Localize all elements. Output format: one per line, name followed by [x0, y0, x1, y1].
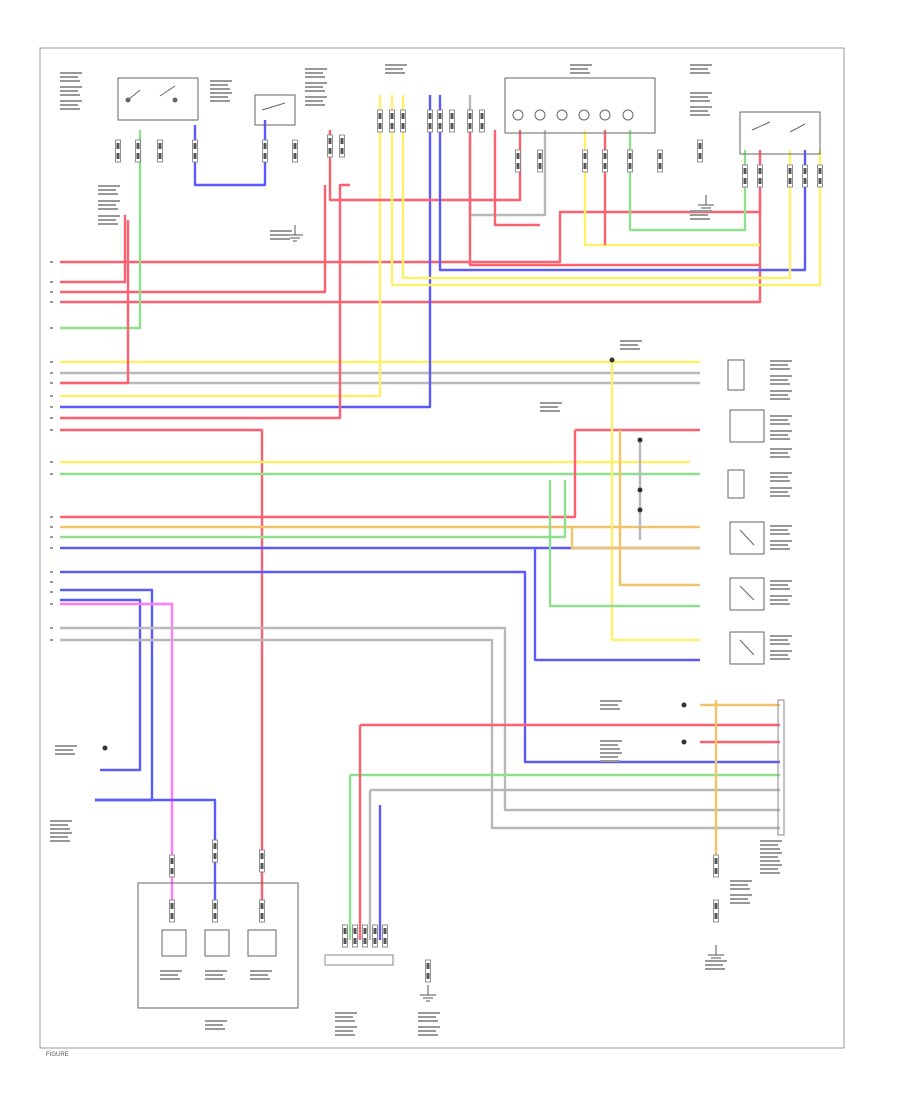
diagram-border — [39, 47, 845, 1049]
wire-blue-9 — [193, 120, 267, 187]
wire-green-4 — [548, 480, 700, 608]
solenoid-2 — [204, 929, 230, 957]
wire-red-1 — [60, 150, 762, 264]
automatic-transaxle-box — [137, 882, 299, 1009]
switch-box-top-left — [117, 77, 199, 121]
wire-red-3 — [60, 185, 327, 294]
wire-blue-10 — [438, 95, 807, 272]
data-link-connector-box — [324, 954, 394, 966]
solenoid-1 — [161, 929, 187, 957]
component-label-blocks — [50, 64, 792, 1036]
wire-gray-4 — [60, 638, 780, 830]
solenoid-3 — [247, 929, 277, 957]
left-row-marks — [50, 261, 53, 641]
wire-yellow-6 — [583, 130, 760, 247]
figure-id: FIGURE — [46, 1052, 69, 1058]
wire-yellow-7 — [401, 95, 792, 280]
ground-symbols — [287, 195, 724, 1002]
wire-red-4 — [60, 195, 762, 304]
components — [117, 77, 821, 1009]
wire-red-5 — [60, 220, 130, 385]
sensor-box-1 — [727, 359, 745, 391]
wire-green-7 — [628, 130, 747, 232]
wire-red-9 — [60, 430, 577, 519]
wire-yellow-5 — [390, 95, 822, 287]
ecm-connector-strip — [777, 699, 785, 836]
relay-box — [254, 94, 296, 126]
wire-gray-3 — [60, 626, 780, 812]
sensor-box-6 — [729, 631, 765, 665]
wire-red-13 — [328, 130, 522, 202]
wire-blue-8 — [95, 798, 217, 900]
wire-yellow-4 — [610, 360, 700, 642]
wire-red-7 — [60, 428, 264, 900]
wire-green-3 — [60, 480, 567, 539]
sensor-box-5 — [729, 577, 765, 611]
wire-layer — [60, 95, 822, 940]
od-switch-box — [739, 111, 821, 155]
wire-orange-2 — [618, 430, 700, 587]
wire-blue-5 — [60, 598, 142, 772]
wire-red-6 — [60, 183, 350, 420]
wire-red-14 — [493, 130, 540, 227]
wire-blue-6 — [533, 548, 700, 662]
wire-red-2 — [60, 215, 127, 284]
ground-icon — [287, 225, 303, 242]
wire-blue-3 — [60, 570, 780, 764]
ground-icon — [698, 195, 714, 212]
wire-green-1 — [60, 130, 142, 330]
splice-dots — [102, 357, 687, 751]
wire-yellow-2 — [60, 95, 382, 398]
sensor-box-3 — [727, 469, 745, 499]
wire-blue-4 — [60, 588, 154, 802]
wire-red-15 — [468, 130, 760, 267]
sensor-box-2 — [729, 409, 765, 443]
instrument-cluster-box — [504, 77, 656, 134]
wire-orange-3 — [570, 527, 700, 550]
ground-icon — [420, 985, 436, 1002]
wire-pink-1 — [60, 602, 174, 900]
sensor-box-4 — [729, 521, 765, 555]
ground-icon — [708, 945, 724, 962]
